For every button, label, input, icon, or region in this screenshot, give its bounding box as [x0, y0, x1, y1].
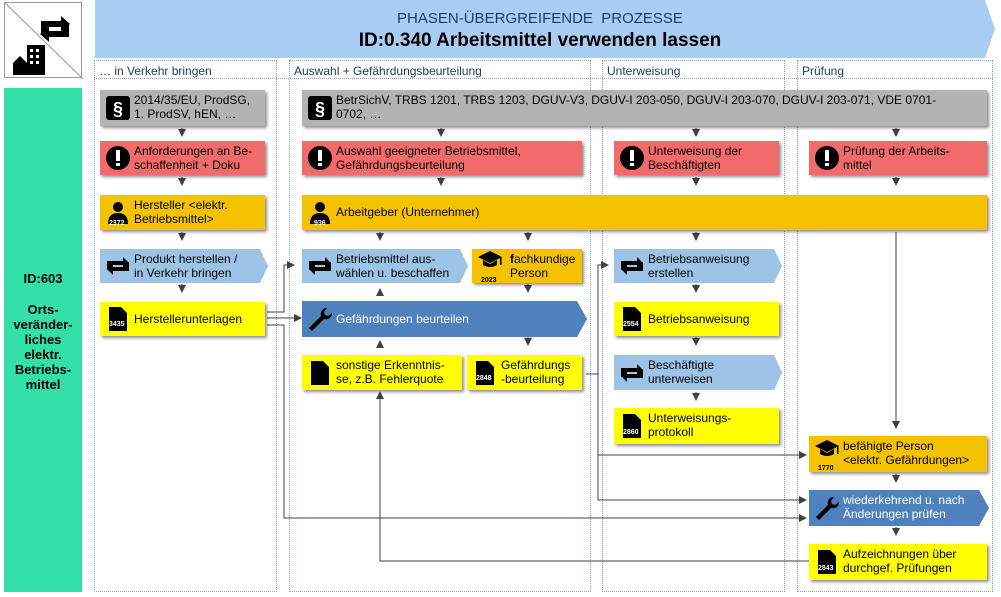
role-number: 2372: [109, 220, 125, 227]
document-aufzeichnungen: 2843 Aufzeichnungen über durchgef. Prüfu…: [809, 544, 987, 580]
document-betriebsanweisung: 2554 Betriebsanweisung: [614, 302, 779, 336]
document-icon: [476, 360, 494, 385]
req-box-pruefung: Prüfung der Arbeits- mittel: [809, 141, 987, 175]
role-number: 936: [314, 220, 326, 227]
law-box-verkehr: § 2014/35/EU, ProdSG, 1. ProdSV, hEN, …: [100, 90, 265, 126]
process-text: Produkt herstellen / in Verkehr bringen: [134, 252, 238, 280]
process-text: Beschäftigte unterweisen: [648, 358, 715, 386]
document-icon: [109, 307, 127, 331]
exclamation-icon: [815, 146, 839, 170]
role-box-hersteller: 2372 Hersteller <elektr. Betriebsmittel>: [100, 195, 265, 230]
qualification-befaehigte-person: 1770 befähigte Person <elektr. Gefährdun…: [809, 436, 987, 472]
side-id: ID:603: [23, 271, 63, 286]
repeat-icon: [619, 360, 645, 386]
lane-title: Auswahl + Gefährdungsbeurteilung: [294, 64, 482, 78]
document-number: 2843: [818, 565, 834, 572]
qualification-number: 1770: [818, 465, 834, 472]
wrench-icon: [307, 306, 333, 332]
task-text: wiederkehrend u. nach Änderungen prüfen: [843, 493, 965, 521]
exclamation-icon: [620, 146, 644, 170]
header-line2: ID:0.340 Arbeitsmittel verwenden lassen: [358, 30, 722, 51]
lane-header-separator: [94, 78, 993, 79]
logo-tile: [4, 2, 84, 80]
document-herstellerunterlagen: 3435 Herstellerunterlagen: [100, 302, 265, 336]
logo-graphic: [4, 2, 84, 80]
req-box-beschaffenheit: Anforderungen an Be- schaffenheit + Doku: [100, 141, 265, 175]
side-panel: ID:603 Orts- veränder- liches elektr. Be…: [4, 88, 82, 592]
side-label: Orts- veränder- liches elektr. Betriebs-…: [13, 302, 73, 392]
graduation-cap-icon: [815, 440, 839, 456]
law-text: BetrSichV, TRBS 1201, TRBS 1203, DGUV-V3…: [336, 93, 937, 121]
document-icon: [311, 360, 329, 385]
document-icon: [623, 307, 641, 331]
task-wiederkehrend-pruefen: wiederkehrend u. nach Änderungen prüfen: [809, 490, 989, 526]
task-gefaehrdungen-beurteilen: Gefährdungen beurteilen: [302, 301, 587, 337]
qualification-fachkundige-person: 2023 fachkundige Person: [472, 249, 582, 283]
lane-title: Unterweisung: [607, 64, 681, 78]
document-text: Betriebsanweisung: [648, 312, 750, 326]
document-text: Gefährdungs -beurteilung: [501, 358, 571, 386]
process-text: Betriebsmittel aus- wählen u. beschaffen: [336, 252, 450, 280]
document-gefaehrdungsbeurteilung: 2848 Gefährdungs -beurteilung: [467, 355, 582, 390]
graduation-cap-icon: [478, 251, 502, 267]
document-icon: [623, 414, 641, 438]
qualification-text: fachkundige Person: [510, 252, 578, 280]
document-number: 2554: [623, 321, 639, 328]
document-text: Aufzeichnungen über durchgef. Prüfungen: [843, 547, 957, 575]
paragraph-icon: §: [308, 96, 332, 120]
process-text: Betriebsanweisung erstellen: [648, 252, 750, 280]
repeat-icon: [307, 253, 333, 279]
exclamation-icon: [308, 146, 332, 170]
task-text: Gefährdungen beurteilen: [336, 312, 469, 326]
req-text: Prüfung der Arbeits- mittel: [843, 144, 950, 172]
lane-title: … in Verkehr bringen: [99, 64, 212, 78]
role-text: Hersteller <elektr. Betriebsmittel>: [134, 198, 228, 226]
document-number: 2848: [476, 375, 492, 382]
process-produkt-herstellen: Produkt herstellen / in Verkehr bringen: [100, 249, 268, 283]
repeat-icon: [105, 253, 131, 279]
role-box-arbeitgeber: 936 Arbeitgeber (Unternehmer): [302, 195, 987, 230]
law-text: 2014/35/EU, ProdSG, 1. ProdSV, hEN, …: [134, 93, 251, 121]
qualification-number: 2023: [481, 277, 497, 283]
repeat-icon: [619, 253, 645, 279]
qualification-text: befähigte Person <elektr. Gefährdungen>: [843, 439, 970, 467]
building-icon: [13, 45, 45, 75]
header-line1: PHASEN-ÜBERGREIFENDE PROZESSE: [397, 10, 683, 27]
process-beschaeftigte-unterweisen: Beschäftigte unterweisen: [614, 355, 782, 390]
document-text: Herstellerunterlagen: [134, 312, 243, 326]
req-text: Auswahl geeigneter Betriebsmittel, Gefäh…: [336, 144, 521, 172]
document-number: 2860: [623, 429, 639, 436]
wrench-icon: [814, 495, 840, 521]
req-text: Anforderungen an Be- schaffenheit + Doku: [134, 144, 253, 172]
process-betriebsmittel-auswaehlen: Betriebsmittel aus- wählen u. beschaffen: [302, 249, 468, 283]
role-text: Arbeitgeber (Unternehmer): [336, 205, 480, 219]
lane-title: Prüfung: [802, 64, 845, 78]
req-box-unterweisung: Unterweisung der Beschäftigten: [614, 141, 779, 175]
person-icon: [310, 201, 330, 224]
paragraph-icon: §: [106, 96, 130, 120]
qualification-rest: achkundige Person: [510, 252, 576, 280]
req-text: Unterweisung der Beschäftigten: [648, 144, 743, 172]
document-unterweisungsprotokoll: 2860 Unterweisungs- protokoll: [614, 408, 779, 444]
repeat-icon: [40, 16, 70, 42]
qualification-prefix: f: [510, 252, 514, 266]
law-box-auswahl: § BetrSichV, TRBS 1201, TRBS 1203, DGUV-…: [302, 90, 987, 126]
req-box-auswahl: Auswahl geeigneter Betriebsmittel, Gefäh…: [302, 141, 582, 175]
document-text: sonstige Erkenntnis- se, z.B. Fehlerquot…: [336, 358, 445, 386]
document-text: Unterweisungs- protokoll: [648, 411, 732, 439]
exclamation-icon: [106, 146, 130, 170]
process-betriebsanweisung-erstellen: Betriebsanweisung erstellen: [614, 249, 782, 283]
person-icon: [108, 201, 128, 224]
document-icon: [818, 550, 836, 574]
header-banner: PHASEN-ÜBERGREIFENDE PROZESSE ID:0.340 A…: [95, 0, 995, 58]
document-number: 3435: [109, 321, 125, 328]
document-sonstige-erkenntnisse: sonstige Erkenntnis- se, z.B. Fehlerquot…: [302, 355, 462, 390]
svg-text:§: §: [113, 99, 123, 119]
svg-text:§: §: [315, 99, 325, 119]
